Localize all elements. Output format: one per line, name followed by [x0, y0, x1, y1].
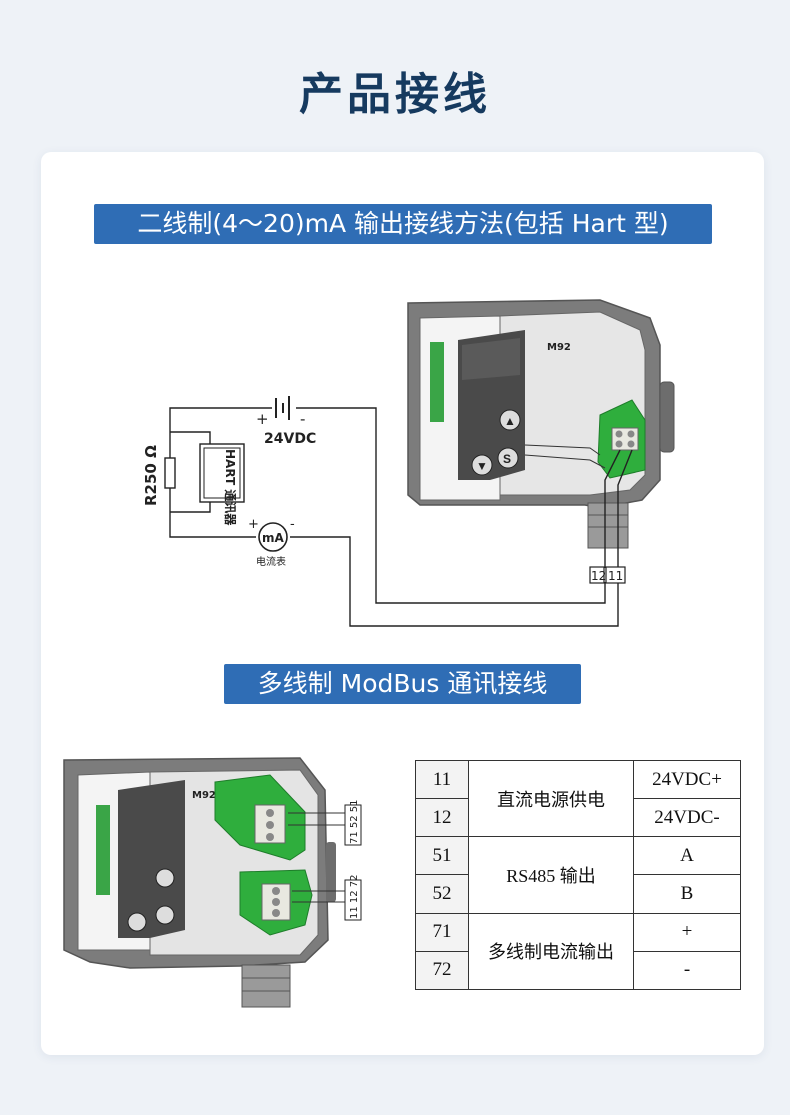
terminal-function: RS485 输出 [468, 836, 634, 914]
terminal-value: - [633, 950, 741, 991]
s-button-glyph: S [503, 452, 511, 466]
s-button-icon [497, 447, 519, 469]
terminal-group-top: 71 52 51 [349, 799, 360, 844]
terminal-number: 11 [415, 759, 469, 800]
up-button-icon [499, 409, 521, 431]
table-row: 11 直流电源供电 24VDC+ [415, 759, 741, 838]
table-row: 12 24VDC- [415, 798, 741, 838]
terminal-value: 24VDC+ [633, 759, 741, 800]
up-button-icon-2 [155, 868, 175, 888]
meter-plus: + [248, 517, 259, 532]
terminal-number: 72 [415, 950, 469, 991]
up-button-glyph: ▲ [504, 414, 516, 428]
table-row: 72 - [415, 950, 741, 991]
resistor-label: R250 Ω [142, 445, 160, 506]
s-button-icon-2 [155, 905, 175, 925]
terminal-11-label: 11 [608, 569, 623, 583]
two-wire-circuit [169, 407, 619, 627]
table-row: 52 B [415, 874, 741, 914]
meter-caption: 电流表 [256, 555, 286, 568]
battery-minus: - [300, 410, 305, 428]
device-model-1: M92 [547, 342, 571, 353]
terminal-table: 11 直流电源供电 24VDC+ 12 24VDC- 51 RS485 输出 A… [415, 759, 741, 991]
hart-communicator: HART 通讯器 [199, 443, 245, 526]
device-model-2: M92 [192, 790, 216, 801]
modbus-banner: 多线制 ModBus 通讯接线 [224, 664, 581, 704]
table-row: 51 RS485 输出 A [415, 836, 741, 914]
battery-voltage: 24VDC [264, 431, 316, 447]
terminal-12-label: 12 [591, 569, 606, 583]
hart-label: HART 通讯器 [223, 449, 238, 526]
resistor-icon [164, 457, 176, 489]
meter-minus: - [290, 517, 295, 532]
terminal-value: A [633, 836, 741, 876]
device-housing-1: ▲ ▼ S M92 [407, 299, 675, 568]
terminal-group-bottom: 11 12 72 [349, 874, 360, 919]
battery-plus: + [256, 410, 269, 428]
down-button-icon [471, 454, 493, 476]
table-row: 71 多线制电流输出 + [415, 912, 741, 991]
two-wire-banner: 二线制(4～20)mA 输出接线方法(包括 Hart 型) [94, 204, 712, 244]
down-button-glyph: ▼ [476, 459, 488, 473]
terminal-value: 24VDC- [633, 798, 741, 838]
terminal-number: 12 [415, 798, 469, 838]
terminal-number: 71 [415, 912, 469, 952]
terminal-number: 51 [415, 836, 469, 876]
terminal-function: 多线制电流输出 [468, 912, 634, 991]
page-title: 产品接线 [299, 69, 491, 120]
milliammeter-icon [258, 522, 288, 552]
meter-symbol: mA [262, 531, 285, 545]
down-button-icon-2 [127, 912, 147, 932]
terminal-value: B [633, 874, 741, 914]
terminal-number: 52 [415, 874, 469, 914]
battery-icon [275, 396, 290, 420]
device-housing-2: M92 [63, 757, 345, 1008]
terminal-function: 直流电源供电 [468, 759, 634, 838]
terminal-value: + [633, 912, 741, 952]
